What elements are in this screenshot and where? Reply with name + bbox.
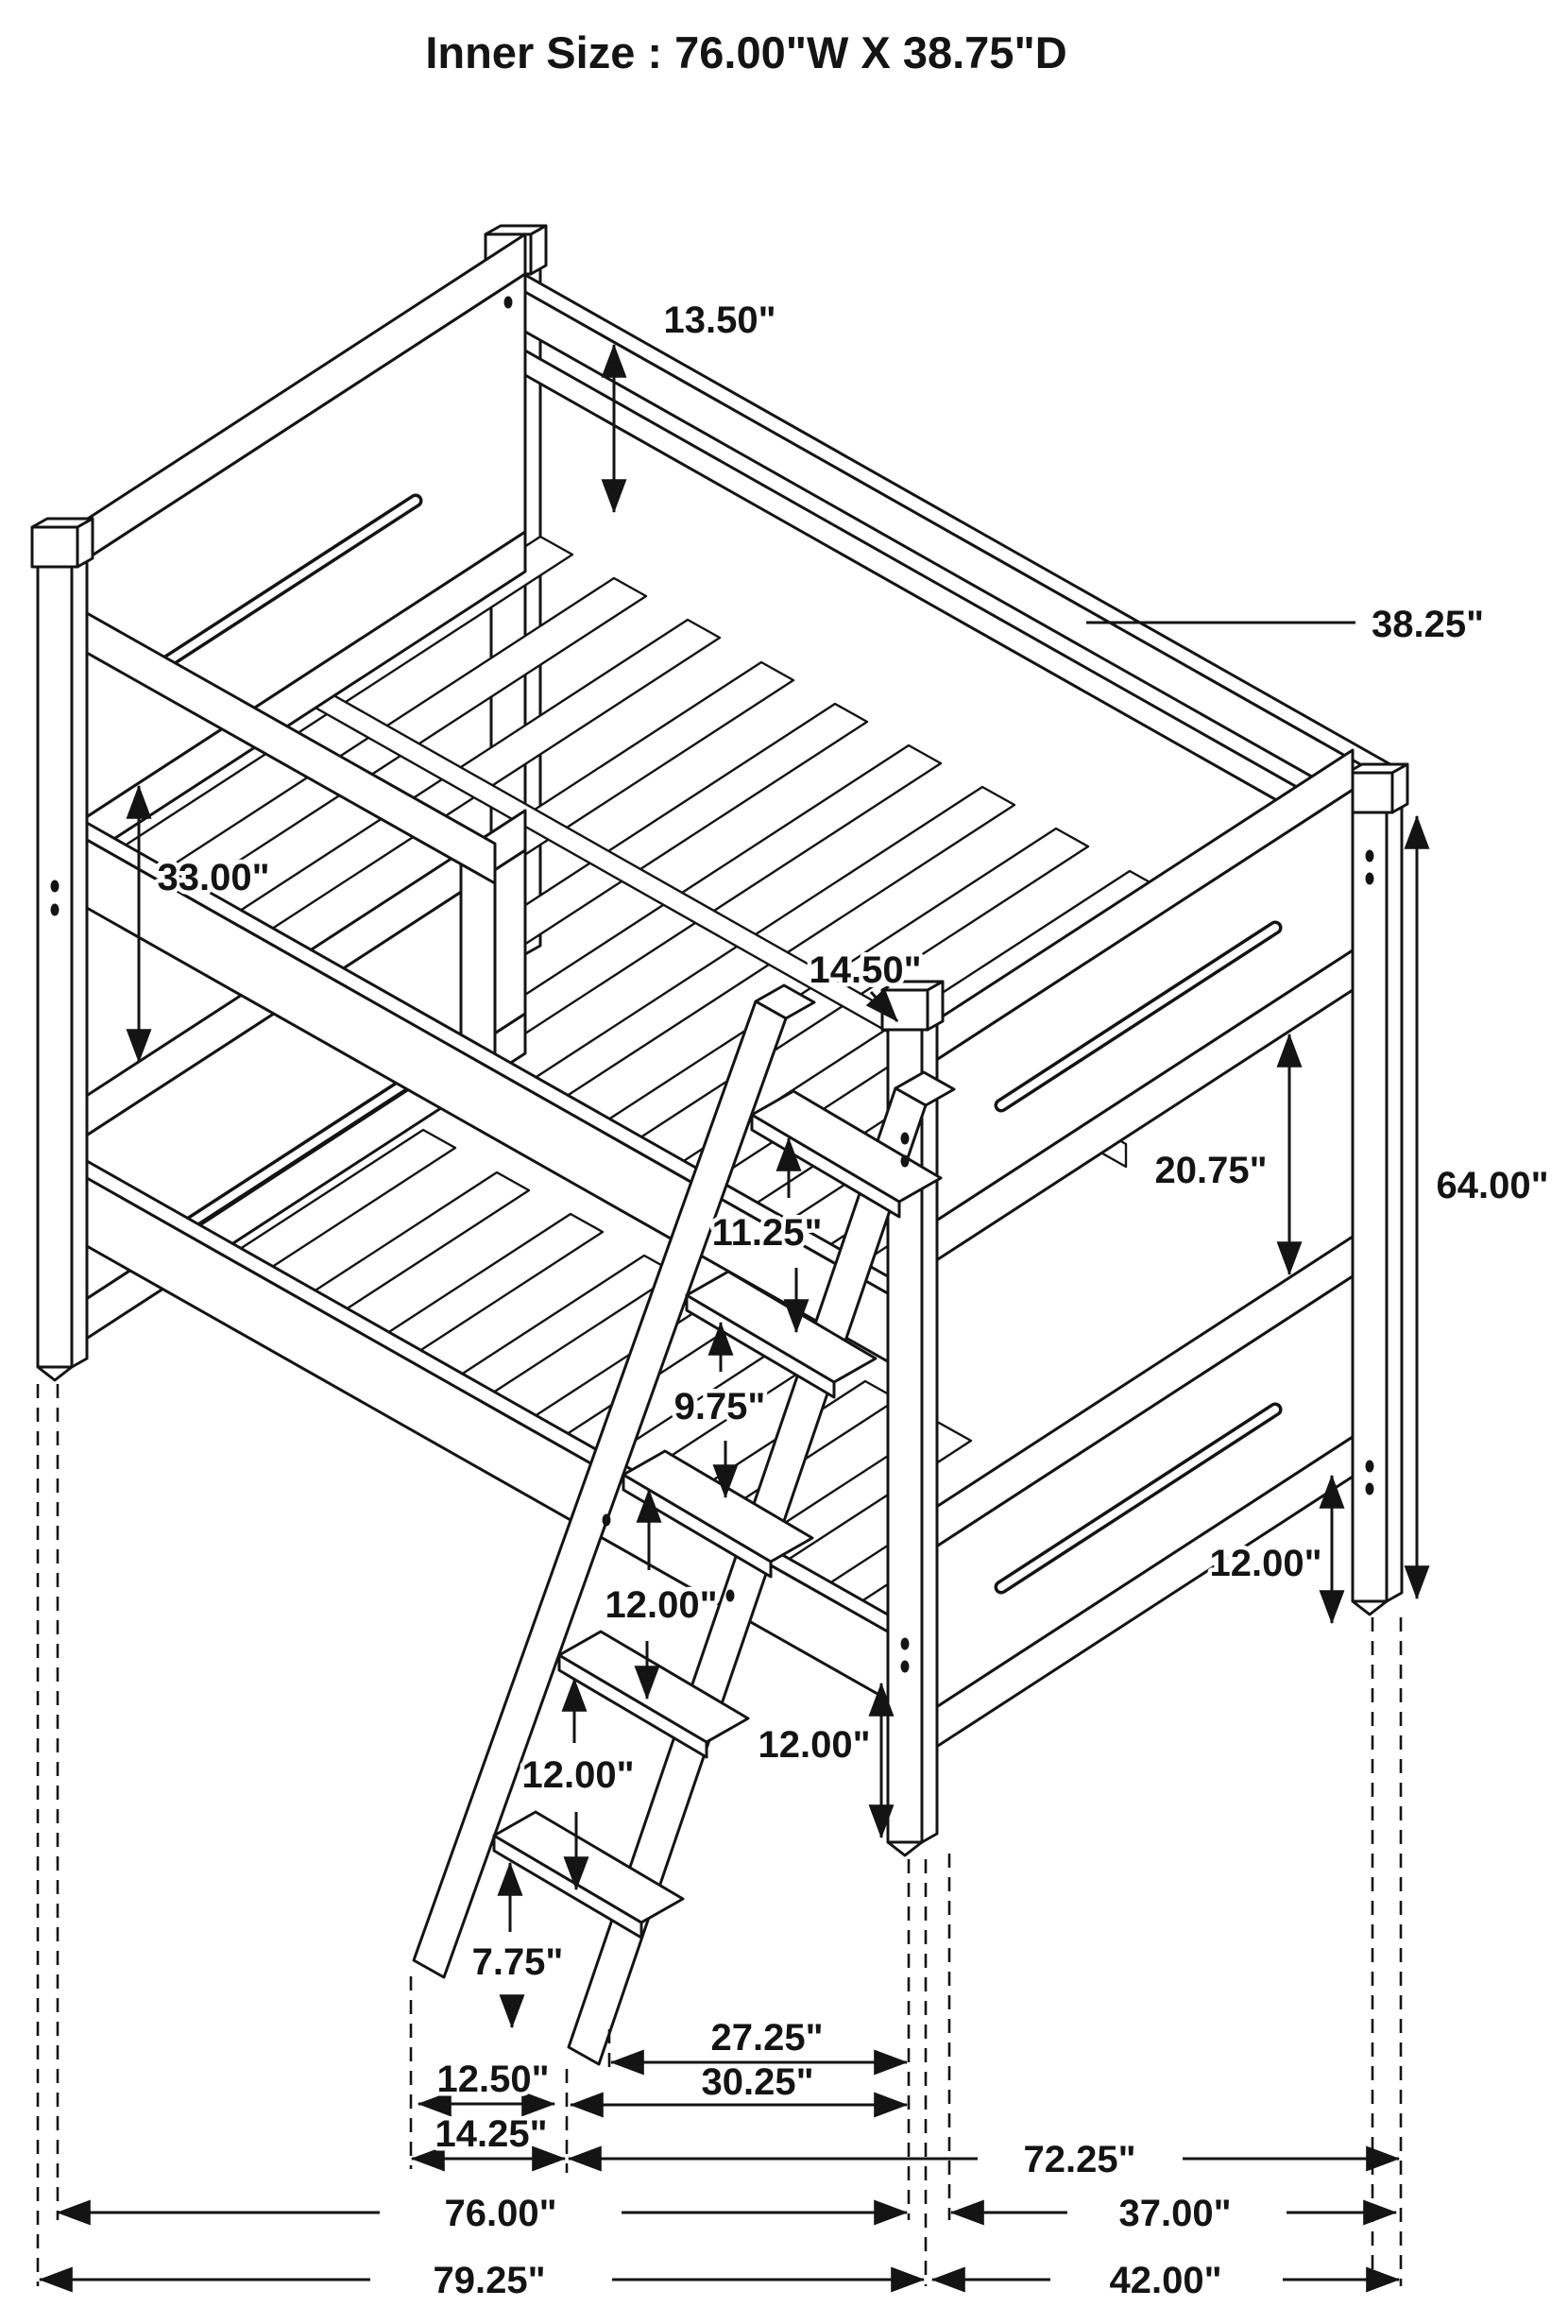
dim-label-center-post-leg-height: 12.00" (758, 1724, 870, 1766)
dim-label-ladder-step-spacing-mid: 12.00" (605, 1584, 717, 1626)
front-right-post (880, 980, 945, 1857)
dim-overall-depth: 42.00" (930, 2256, 1401, 2306)
dim-label-overall-height: 64.00" (1436, 1165, 1548, 1206)
diagram-title: Inner Size : 76.00"W X 38.75"D (425, 27, 1066, 77)
dim-label-ladder-step-spacing-lower: 12.00" (521, 1754, 634, 1796)
dim-slat-length: 38.25" (1086, 600, 1489, 650)
dim-label-guard-to-rail-gap: 14.50" (809, 949, 921, 991)
dim-ladder-step-spacing-upper: 9.75" (670, 1321, 770, 1499)
dim-label-ladder-top-to-post: 27.25" (710, 2017, 823, 2059)
dim-label-ladder-step-spacing-top: 11.25" (712, 1212, 823, 1254)
dim-label-post-to-post-span: 72.25" (1023, 2139, 1135, 2180)
ladder-left-stile (412, 1000, 788, 1979)
dim-label-headboard-rail-span: 33.00" (157, 857, 269, 898)
dim-center-post-leg-height: 12.00" (754, 1682, 895, 1839)
upper-footboard-panel (920, 748, 1355, 1272)
dim-ladder-foot-to-post: 30.25" (569, 2058, 909, 2118)
dim-label-slat-length: 38.25" (1372, 604, 1484, 645)
dim-label-ladder-step-spacing-bottom: 7.75" (472, 1941, 564, 1983)
dim-label-corner-post-leg-height: 12.00" (1209, 1543, 1321, 1584)
dim-ladder-step-spacing-bottom: 7.75" (468, 1861, 568, 2029)
dim-label-guard-rail-height: 13.50" (663, 299, 775, 341)
dim-label-inner-length: 76.00" (444, 2193, 556, 2234)
back-right-post (1345, 762, 1409, 1616)
upper-back-guard-rail (508, 273, 1406, 865)
dim-label-inner-depth-span: 37.00" (1118, 2193, 1231, 2234)
dim-guard-to-rail-gap: 14.50" (805, 946, 926, 1023)
dim-post-to-post-span: 72.25" (567, 2135, 1401, 2185)
screw-holes (50, 296, 1374, 1673)
dim-inner-depth-span: 37.00" (949, 2189, 1398, 2239)
dim-label-ladder-step-spacing-upper: 9.75" (674, 1386, 766, 1427)
dim-overall-length: 79.25" (38, 2256, 926, 2306)
dim-label-footboard-panel-gap: 20.75" (1154, 1150, 1267, 1191)
front-left-post (30, 517, 94, 1382)
dim-label-overall-length: 79.25" (433, 2260, 545, 2301)
ladder (412, 983, 956, 2066)
bunk-bed-drawing (30, 224, 1409, 2066)
dim-headboard-rail-span: 33.00" (126, 784, 274, 1064)
dim-label-overall-depth: 42.00" (1109, 2260, 1221, 2301)
dim-ladder-step-spacing-lower: 12.00" (518, 1677, 639, 1891)
lower-footboard-panel (920, 1235, 1355, 1758)
dim-ladder-step-spacing-top: 11.25" (707, 1136, 827, 1334)
dim-ladder-top-to-post: 27.25" (609, 2013, 909, 2076)
dim-overall-height: 64.00" (1404, 814, 1553, 1600)
dim-inner-length: 76.00" (56, 2189, 909, 2239)
dim-ladder-footprint-width: 12.50" (417, 2055, 556, 2117)
dim-footboard-panel-gap: 20.75" (1150, 1033, 1303, 1276)
dim-guard-rail-height: 13.50" (601, 296, 780, 514)
dim-label-ladder-footprint-overall: 14.25" (435, 2113, 547, 2155)
dim-label-ladder-footprint-width: 12.50" (436, 2059, 549, 2100)
dimension-annotations: 13.50" 38.25" 33.00" 14.50" 20.75" 64.00… (38, 296, 1553, 2306)
dim-label-ladder-foot-to-post: 30.25" (701, 2061, 813, 2103)
dim-ladder-footprint-overall: 14.25" (410, 2110, 567, 2172)
guard-rail-baluster (459, 863, 497, 1068)
projection-lines (36, 1384, 1403, 2286)
dim-corner-post-leg-height: 12.00" (1205, 1474, 1345, 1625)
dim-ladder-step-spacing-mid: 12.00" (601, 1488, 722, 1700)
